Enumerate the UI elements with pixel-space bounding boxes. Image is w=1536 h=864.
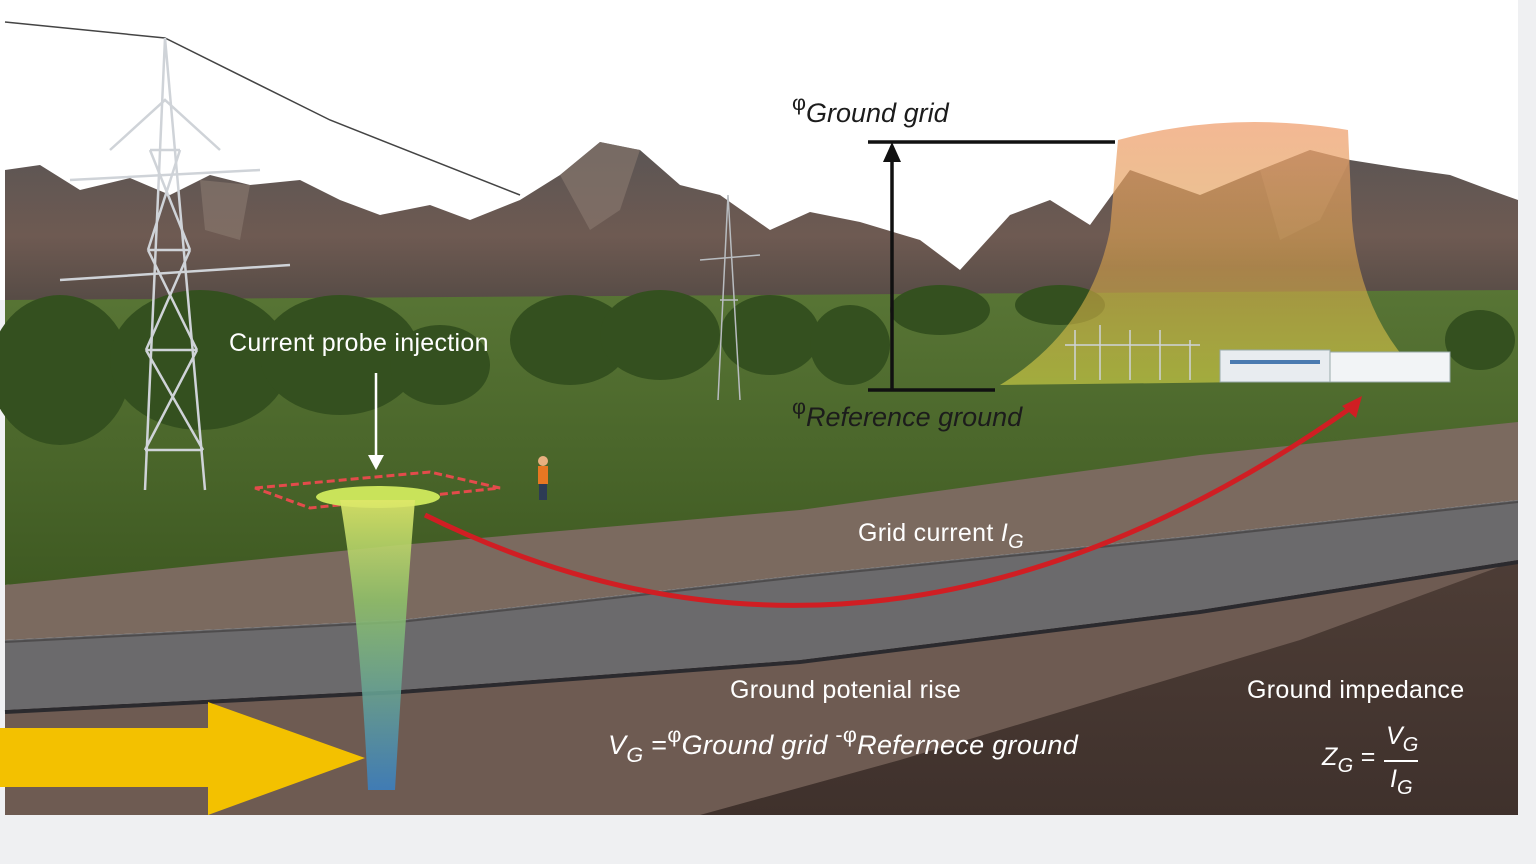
vg-subscript: G <box>626 741 644 767</box>
probe-fence <box>254 470 501 510</box>
substation <box>1065 325 1451 383</box>
power-line <box>4 21 521 196</box>
numerator-subscript: G <box>1402 734 1419 756</box>
grid-current-label: Grid current IG <box>858 519 1024 553</box>
ground-impedance-label: Ground impedance <box>1247 676 1465 704</box>
zg-subscript: G <box>1337 755 1354 777</box>
trees <box>0 285 1515 445</box>
vg-term-reference-ground: Refernece ground <box>857 730 1079 760</box>
minus-sign: - <box>835 722 843 748</box>
fraction-bar <box>1384 760 1418 762</box>
zg-symbol: Z <box>1322 743 1338 771</box>
transmission-tower <box>59 37 291 491</box>
right-strip <box>1518 0 1536 864</box>
transmission-tower-distant <box>699 194 761 401</box>
person-icon <box>538 456 548 500</box>
reference-ground-text: Reference ground <box>806 402 1023 432</box>
current-probe-injection-label: Current probe injection <box>229 329 489 357</box>
probe-funnel <box>340 500 415 790</box>
denominator-symbol: I <box>1390 765 1397 793</box>
phi-reference-ground-label: φReference ground <box>792 394 1023 433</box>
phi-ground-grid-label: φGround grid <box>792 90 949 129</box>
phi-symbol: φ <box>667 722 682 748</box>
potential-difference-bracket <box>868 140 1115 392</box>
vg-formula: VG =φGround grid -φRefernece ground <box>608 722 1079 766</box>
grid-current-subscript: G <box>1008 531 1024 553</box>
soil-layer-dark <box>700 560 1518 815</box>
phi-symbol: φ <box>792 394 807 420</box>
grid-current-symbol: I <box>1000 519 1009 547</box>
potential-arrowhead <box>883 142 901 162</box>
equals-sign: = <box>651 730 668 760</box>
phi-symbol: φ <box>792 90 807 116</box>
equals-sign: = <box>1360 743 1376 771</box>
denominator-subscript: G <box>1396 777 1413 799</box>
ground-potential-bell <box>1000 122 1425 385</box>
ground-grid-text: Ground grid <box>806 98 949 128</box>
vg-term-ground-grid: Ground grid <box>681 730 828 760</box>
zg-numerator: VG <box>1386 722 1418 756</box>
zg-formula-lhs: ZG = <box>1322 743 1376 777</box>
injection-arrow <box>0 702 365 815</box>
injection-pointer-arrowhead <box>368 455 384 470</box>
zg-denominator: IG <box>1390 765 1413 799</box>
soil-boundary-line <box>4 560 1519 714</box>
numerator-symbol: V <box>1386 722 1403 750</box>
grid-current-text: Grid current <box>858 519 994 547</box>
ground-potential-rise-label: Ground potenial rise <box>730 676 962 704</box>
grid-current-arrow <box>423 402 1357 608</box>
bottom-strip <box>0 815 1536 864</box>
vg-symbol: V <box>608 730 627 760</box>
soil-boundary-line-2 <box>4 501 1519 643</box>
phi-symbol: φ <box>842 722 858 748</box>
grid-current-arrowhead <box>1342 396 1362 418</box>
